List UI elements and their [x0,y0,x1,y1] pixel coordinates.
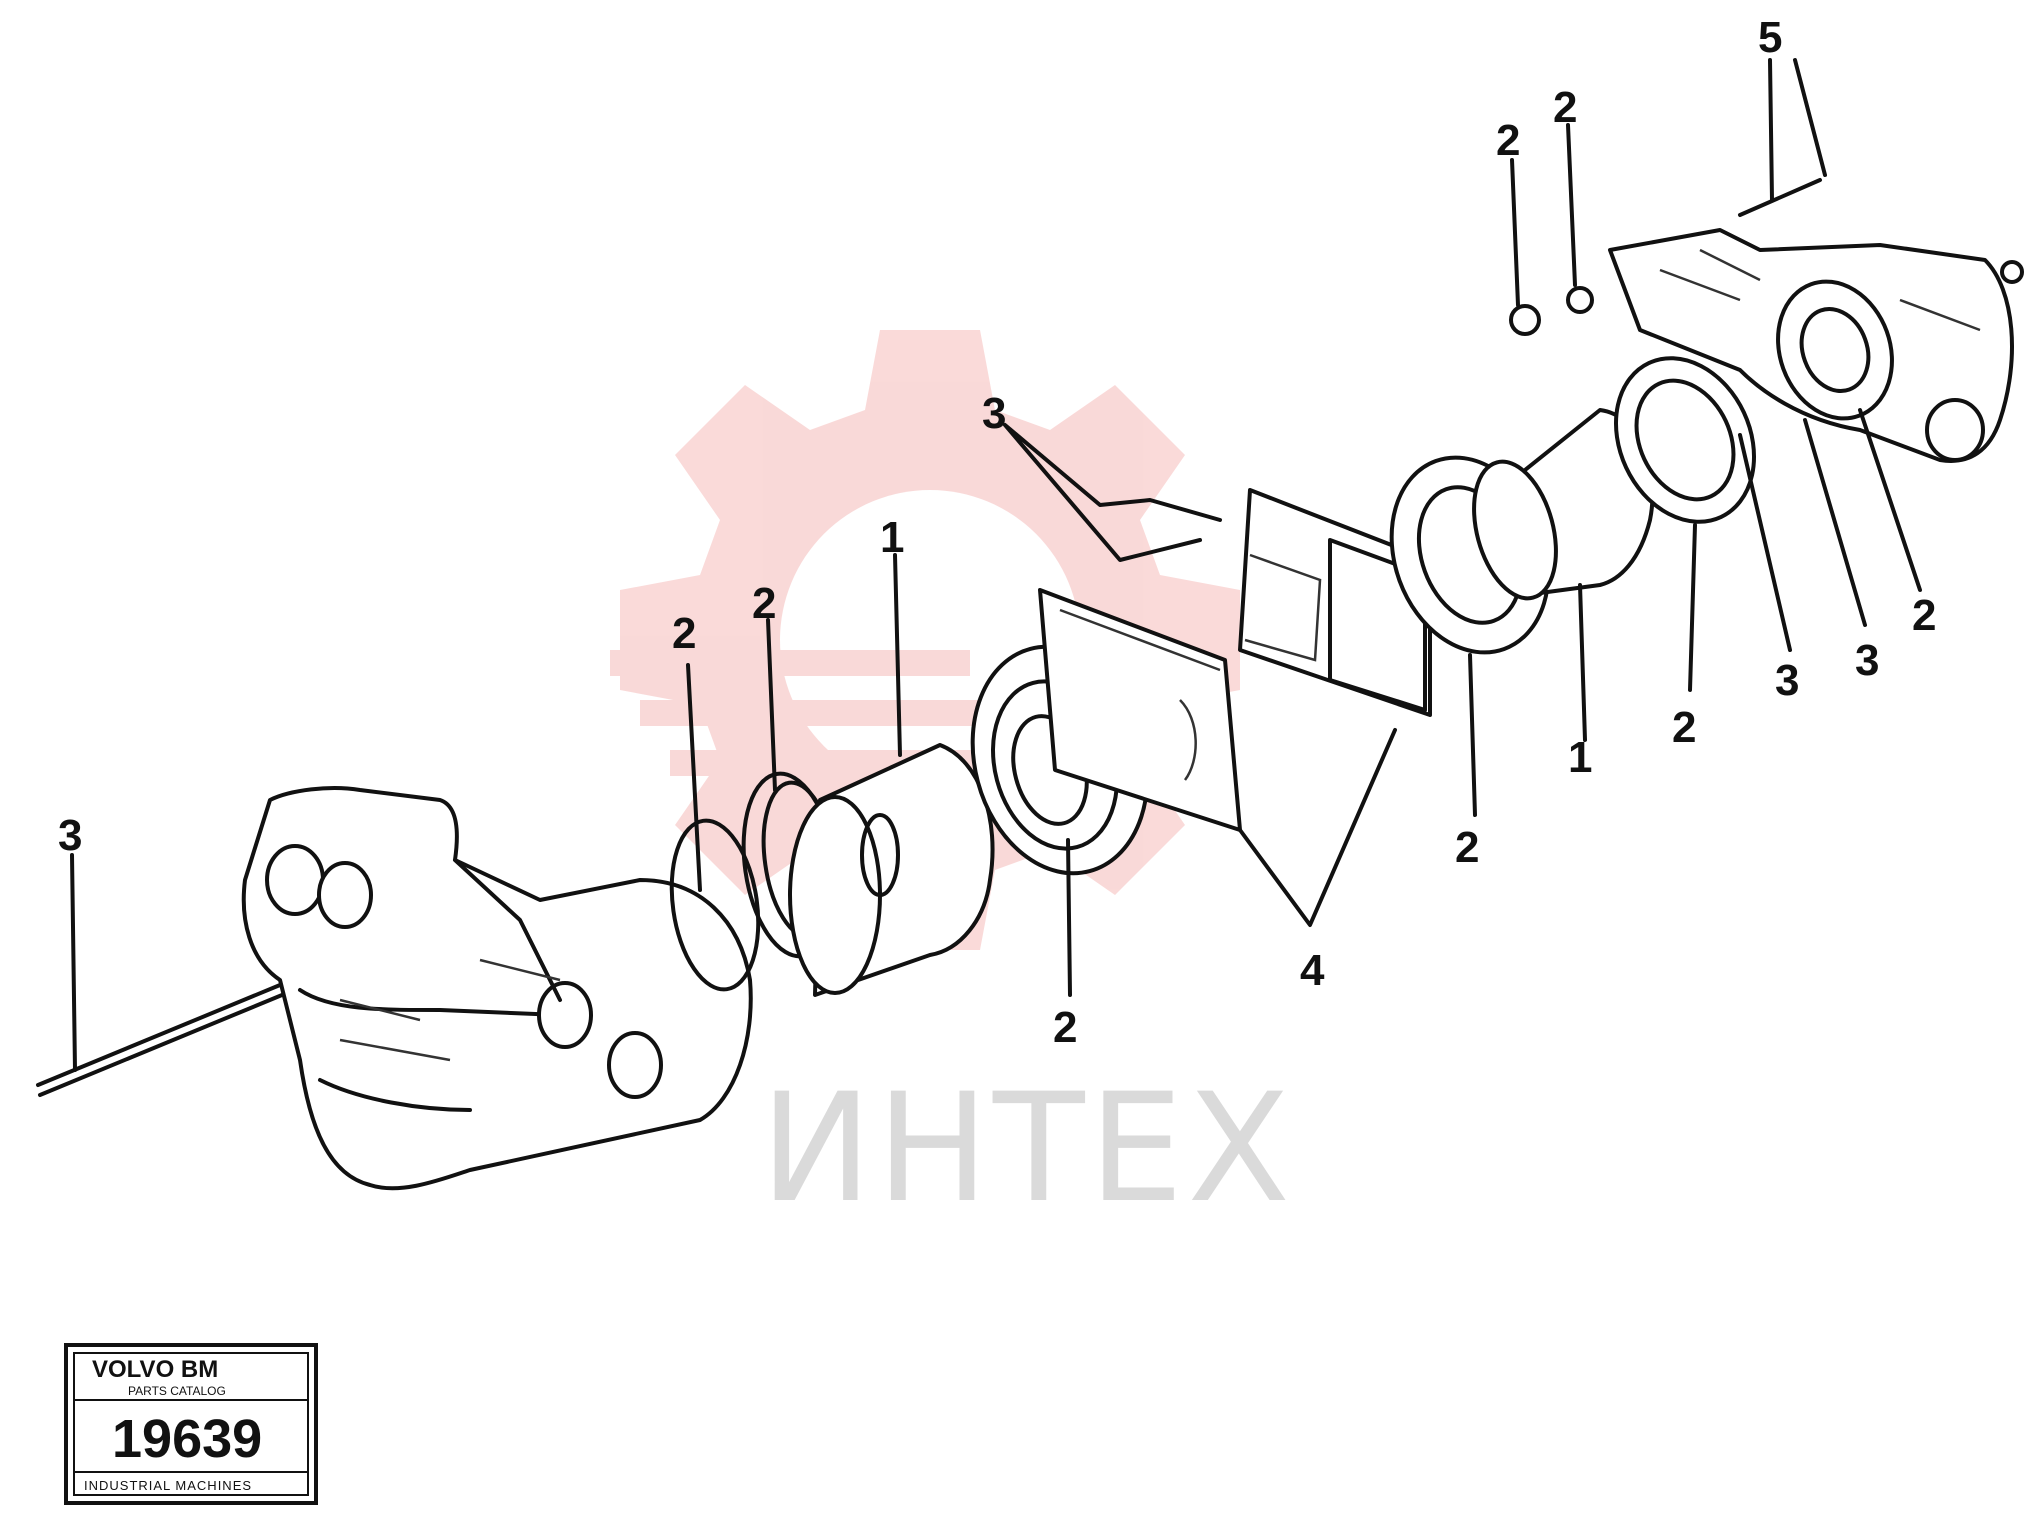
box-footer: INDUSTRIAL MACHINES [84,1478,252,1493]
catalog-title-box: VOLVO BM PARTS CATALOG 19639 INDUSTRIAL … [64,1343,318,1505]
callout-2-right-3: 2 [1912,591,1936,640]
box-brand: VOLVO BM [92,1356,218,1383]
box-subline: PARTS CATALOG [128,1384,226,1398]
callout-3-right-2: 3 [1855,636,1879,685]
callout-1-right: 1 [1568,733,1592,782]
callout-2-top-2: 2 [1553,83,1577,132]
callout-4: 4 [1300,946,1325,995]
callout-2-top-1: 2 [1496,116,1520,165]
upper-right-housing [1509,178,2024,463]
callout-2-left-b: 2 [752,579,776,628]
callout-5-top: 5 [1758,13,1782,62]
callout-2-left-a: 2 [672,609,696,658]
right-rings [1614,356,1756,524]
box-number: 19639 [112,1409,262,1469]
callout-3-left: 3 [58,811,82,860]
watermark-text: ИНТЕХ [760,1062,1294,1236]
left-bracket-housing [36,786,753,1191]
callouts: 3 2 2 1 3 2 4 2 1 2 3 3 2 2 2 5 [58,13,1936,1052]
callout-2-bottom: 2 [1053,1003,1077,1052]
callout-2-right-2: 2 [1672,703,1696,752]
leader-lines [70,58,1922,1072]
callout-3-mid: 3 [982,389,1006,438]
callout-2-right: 2 [1455,823,1479,872]
middle-bushing [788,743,995,997]
callout-3-right: 3 [1775,656,1799,705]
callout-1-mid: 1 [880,513,904,562]
